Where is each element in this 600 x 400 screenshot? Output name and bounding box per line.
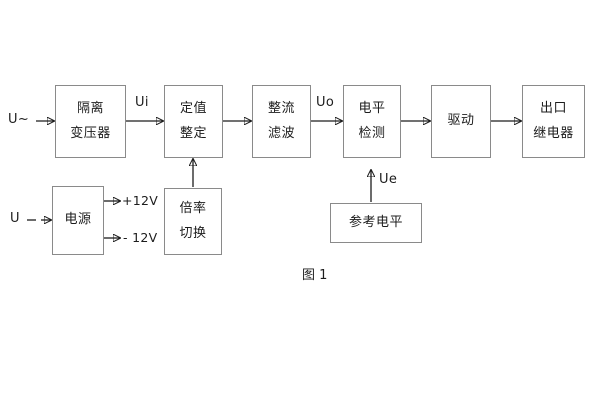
label-ue: Ue xyxy=(379,172,398,187)
block-setting-value: 定值 整定 xyxy=(164,85,223,158)
label-uo: Uo xyxy=(316,95,335,110)
block-reference-level-line1: 参考电平 xyxy=(348,214,403,230)
block-isolation-transformer-line2: 变压器 xyxy=(70,125,111,141)
block-isolation-transformer-line1: 隔离 xyxy=(76,100,104,116)
label-input-dc: U xyxy=(10,211,20,226)
block-isolation-transformer: 隔离 变压器 xyxy=(55,85,126,158)
block-level-detect: 电平 检测 xyxy=(343,85,401,158)
block-rectify-filter-line2: 滤波 xyxy=(267,125,295,141)
block-multiplier-switch: 倍率 切换 xyxy=(164,188,222,255)
block-setting-value-line1: 定值 xyxy=(179,100,207,116)
block-power-supply-line1: 电源 xyxy=(64,212,92,228)
block-output-relay: 出口 继电器 xyxy=(522,85,585,158)
label-ui: Ui xyxy=(135,95,149,110)
block-reference-level: 参考电平 xyxy=(330,203,422,243)
block-output-relay-line1: 出口 xyxy=(539,100,567,116)
label-rail-negative: - 12V xyxy=(123,230,158,245)
figure-caption: 图 1 xyxy=(302,268,328,283)
block-power-supply: 电源 xyxy=(52,186,104,255)
label-rail-positive: +12V xyxy=(122,193,159,208)
block-drive: 驱动 xyxy=(431,85,491,158)
block-setting-value-line2: 整定 xyxy=(179,125,207,141)
block-level-detect-line1: 电平 xyxy=(358,100,386,116)
block-multiplier-switch-line2: 切换 xyxy=(179,225,207,241)
block-level-detect-line2: 检测 xyxy=(358,125,386,141)
block-multiplier-switch-line1: 倍率 xyxy=(179,200,207,216)
block-output-relay-line2: 继电器 xyxy=(533,125,574,141)
label-input-ac: U~ xyxy=(8,112,30,127)
block-drive-line1: 驱动 xyxy=(447,113,475,129)
block-rectify-filter: 整流 滤波 xyxy=(252,85,311,158)
block-rectify-filter-line1: 整流 xyxy=(267,100,295,116)
